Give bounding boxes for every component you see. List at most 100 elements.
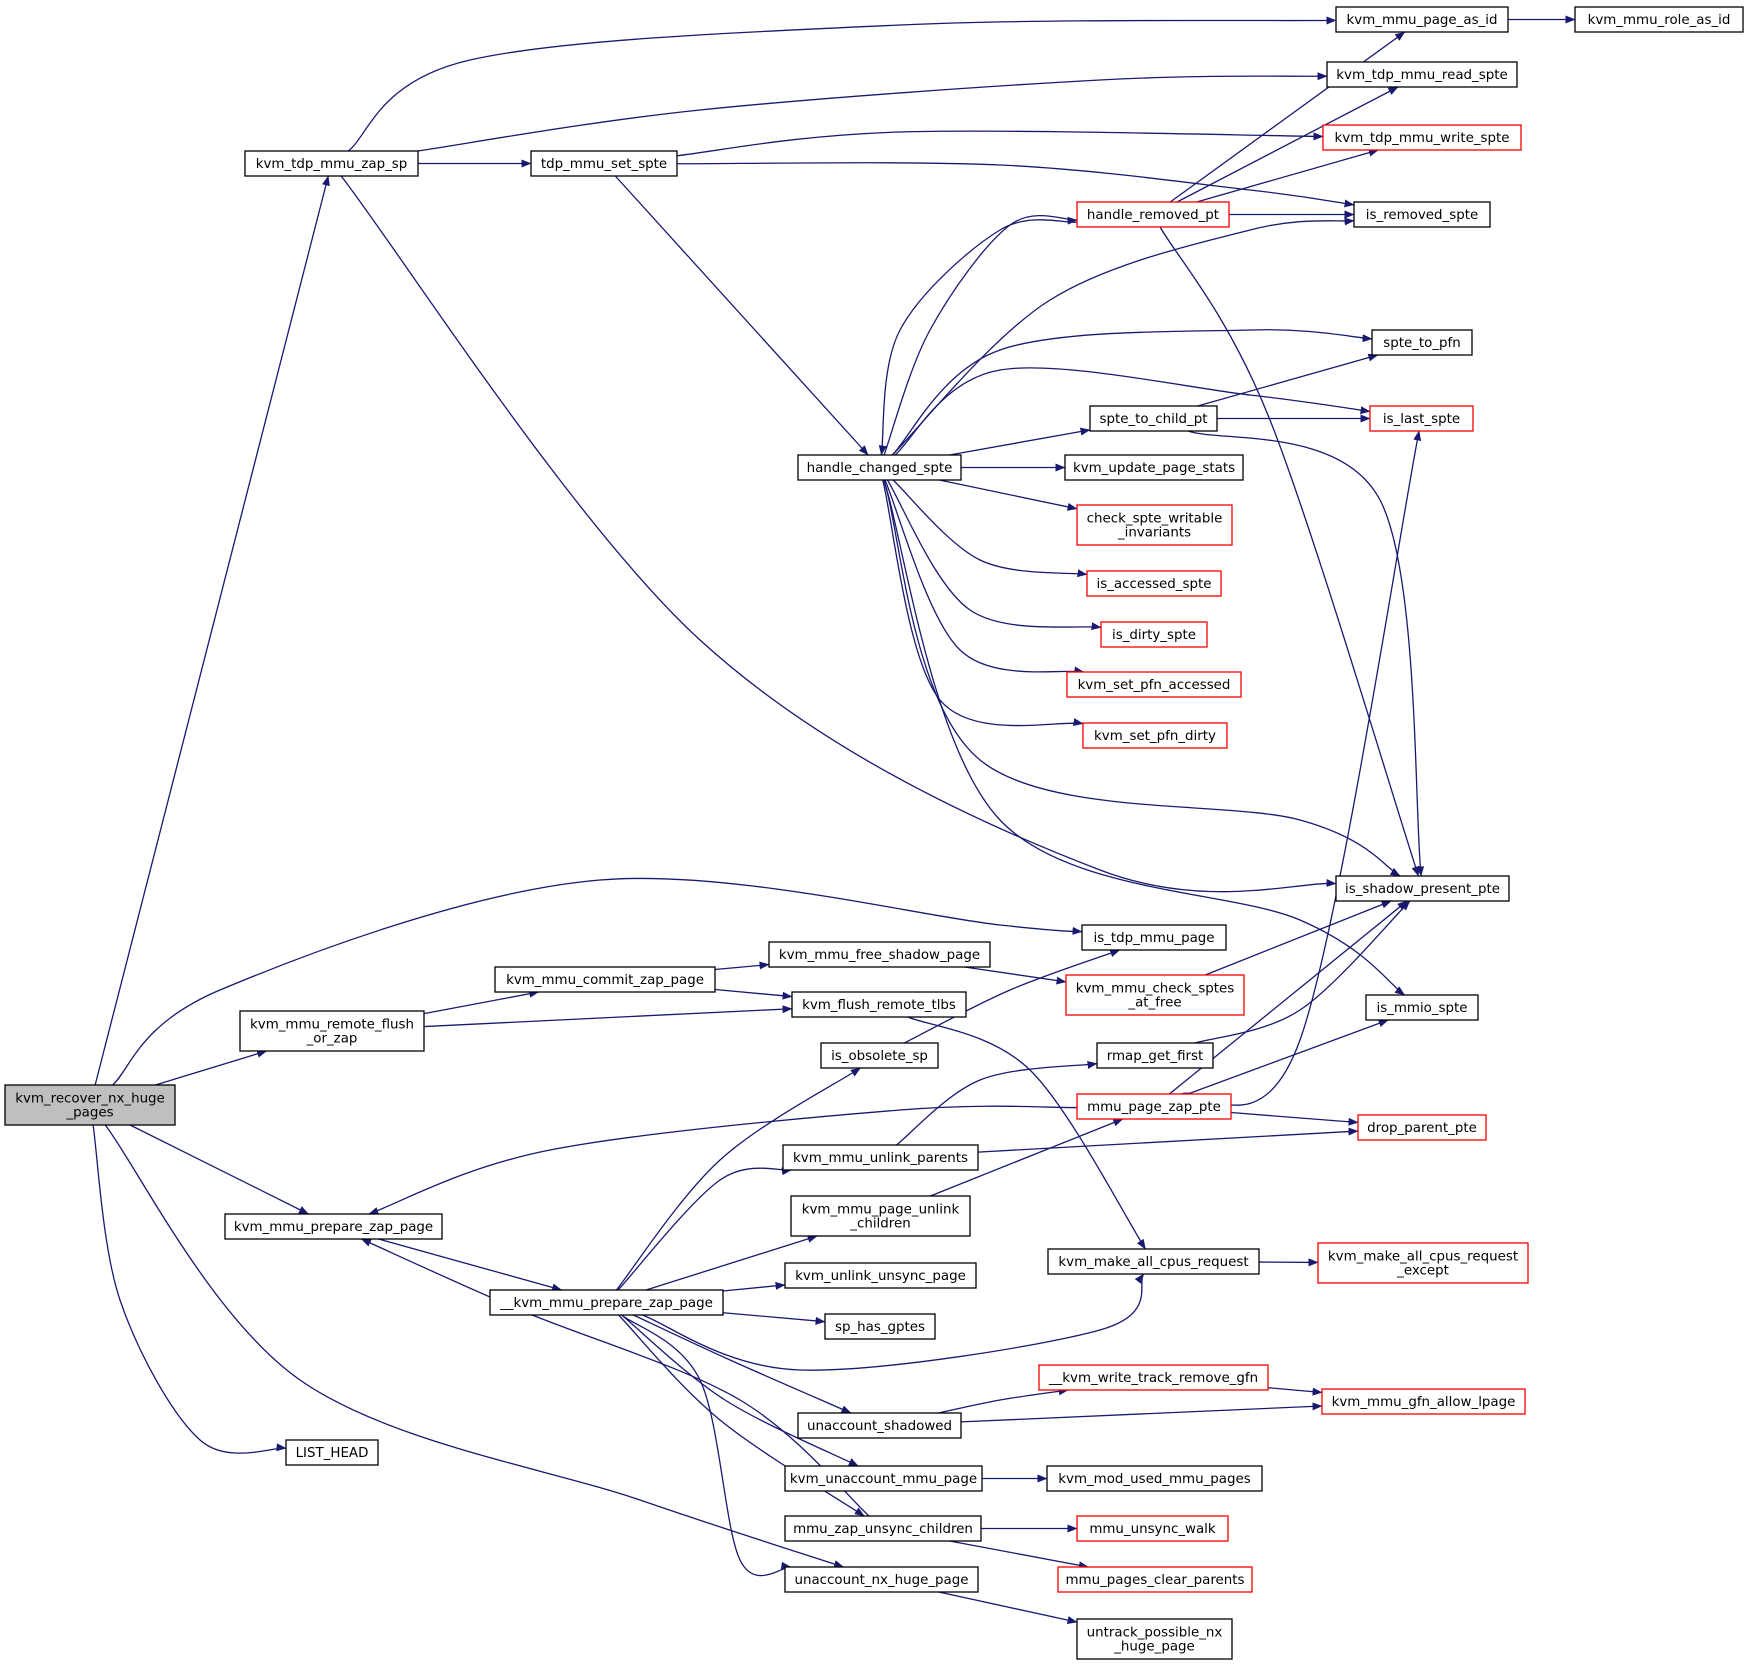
node-box[interactable] — [1317, 1242, 1529, 1284]
node-box[interactable] — [1057, 1566, 1253, 1593]
node-kvm-mmu-remote-flush-or-zap[interactable]: kvm_mmu_remote_flush_or_zap — [239, 1010, 425, 1052]
node-kvm-make-all-cpus-request-except[interactable]: kvm_make_all_cpus_request_except — [1317, 1242, 1529, 1284]
node-box[interactable] — [4, 1084, 176, 1126]
node-box[interactable] — [1335, 875, 1510, 902]
node-sp-has-gptes[interactable]: sp_has_gptes — [824, 1313, 936, 1340]
node-box[interactable] — [784, 1566, 979, 1593]
node-box[interactable] — [1066, 671, 1242, 698]
node-box[interactable] — [1321, 1388, 1526, 1415]
node-box[interactable] — [1038, 1364, 1269, 1391]
node-kvm-update-page-stats[interactable]: kvm_update_page_stats — [1064, 454, 1244, 481]
node-box[interactable] — [530, 150, 678, 177]
node-mmu-unsync-walk[interactable]: mmu_unsync_walk — [1076, 1515, 1229, 1542]
node-kvm-mmu-check-sptes-at-free[interactable]: kvm_mmu_check_sptes_at_free — [1065, 974, 1245, 1016]
node-box[interactable] — [1574, 6, 1744, 33]
node-is-last-spte[interactable]: is_last_spte — [1369, 405, 1474, 432]
node-LIST-HEAD[interactable]: LIST_HEAD — [285, 1439, 379, 1466]
node-kvm-mmu-prepare-zap-page[interactable]: kvm_mmu_prepare_zap_page — [224, 1213, 443, 1240]
node-untrack-possible-nx-huge-page[interactable]: untrack_possible_nx_huge_page — [1076, 1618, 1233, 1660]
node-box[interactable] — [797, 454, 962, 481]
node-spte-to-pfn[interactable]: spte_to_pfn — [1371, 329, 1473, 356]
node-box[interactable] — [1064, 454, 1244, 481]
node-box[interactable] — [1076, 1618, 1233, 1660]
node-box[interactable] — [1322, 124, 1522, 151]
node-box[interactable] — [782, 1144, 979, 1171]
node-kvm-mmu-unlink-parents[interactable]: kvm_mmu_unlink_parents — [782, 1144, 979, 1171]
node-box[interactable] — [1365, 994, 1479, 1021]
node-box[interactable] — [244, 150, 419, 177]
node-kvm-mmu-gfn-allow-lpage[interactable]: kvm_mmu_gfn_allow_lpage — [1321, 1388, 1526, 1415]
node-box[interactable] — [784, 1465, 983, 1492]
node-box[interactable] — [824, 1313, 936, 1340]
node-box[interactable] — [1046, 1465, 1263, 1492]
node-box[interactable] — [1089, 405, 1218, 432]
node-box[interactable] — [1086, 570, 1222, 597]
node-mmu-zap-unsync-children[interactable]: mmu_zap_unsync_children — [784, 1515, 982, 1542]
node-unaccount-shadowed[interactable]: unaccount_shadowed — [797, 1412, 962, 1439]
node-kvm-mmu-role-as-id[interactable]: kvm_mmu_role_as_id — [1574, 6, 1744, 33]
node-check-spte-writable-invariants[interactable]: check_spte_writable_invariants — [1076, 504, 1233, 546]
node-box[interactable] — [1082, 722, 1228, 749]
node-spte-to-child-pt[interactable]: spte_to_child_pt — [1089, 405, 1218, 432]
node-kvm-make-all-cpus-request[interactable]: kvm_make_all_cpus_request — [1047, 1248, 1260, 1275]
node-drop-parent-pte[interactable]: drop_parent_pte — [1357, 1114, 1487, 1141]
node-box[interactable] — [1096, 1042, 1214, 1069]
node-box[interactable] — [1081, 924, 1227, 951]
node-box[interactable] — [239, 1010, 425, 1052]
node-unaccount-nx-huge-page[interactable]: unaccount_nx_huge_page — [784, 1566, 979, 1593]
node-kvm-set-pfn-accessed[interactable]: kvm_set_pfn_accessed — [1066, 671, 1242, 698]
node-box[interactable] — [1065, 974, 1245, 1016]
node-box[interactable] — [1357, 1114, 1487, 1141]
node---kvm-write-track-remove-gfn[interactable]: __kvm_write_track_remove_gfn — [1038, 1364, 1269, 1391]
node-box[interactable] — [1335, 6, 1509, 33]
node-is-dirty-spte[interactable]: is_dirty_spte — [1100, 621, 1208, 648]
node-mmu-pages-clear-parents[interactable]: mmu_pages_clear_parents — [1057, 1566, 1253, 1593]
node-box[interactable] — [224, 1213, 443, 1240]
node-kvm-mmu-commit-zap-page[interactable]: kvm_mmu_commit_zap_page — [494, 966, 716, 993]
node---kvm-mmu-prepare-zap-page[interactable]: __kvm_mmu_prepare_zap_page — [489, 1289, 724, 1316]
node-box[interactable] — [1076, 504, 1233, 546]
node-kvm-tdp-mmu-read-spte[interactable]: kvm_tdp_mmu_read_spte — [1326, 61, 1518, 88]
node-box[interactable] — [820, 1042, 939, 1069]
node-box[interactable] — [784, 1515, 982, 1542]
node-is-removed-spte[interactable]: is_removed_spte — [1353, 201, 1491, 228]
node-box[interactable] — [1076, 1093, 1232, 1120]
node-box[interactable] — [791, 991, 967, 1018]
node-box[interactable] — [494, 966, 716, 993]
node-box[interactable] — [1047, 1248, 1260, 1275]
node-box[interactable] — [1100, 621, 1208, 648]
node-box[interactable] — [285, 1439, 379, 1466]
node-kvm-tdp-mmu-zap-sp[interactable]: kvm_tdp_mmu_zap_sp — [244, 150, 419, 177]
node-kvm-flush-remote-tlbs[interactable]: kvm_flush_remote_tlbs — [791, 991, 967, 1018]
node-handle-changed-spte[interactable]: handle_changed_spte — [797, 454, 962, 481]
node-kvm-set-pfn-dirty[interactable]: kvm_set_pfn_dirty — [1082, 722, 1228, 749]
node-box[interactable] — [1371, 329, 1473, 356]
node-kvm-mmu-page-unlink-children[interactable]: kvm_mmu_page_unlink_children — [790, 1195, 971, 1237]
node-box[interactable] — [1326, 61, 1518, 88]
node-rmap-get-first[interactable]: rmap_get_first — [1096, 1042, 1214, 1069]
node-kvm-mmu-free-shadow-page[interactable]: kvm_mmu_free_shadow_page — [768, 941, 991, 968]
node-box[interactable] — [784, 1262, 977, 1289]
node-box[interactable] — [797, 1412, 962, 1439]
node-is-tdp-mmu-page[interactable]: is_tdp_mmu_page — [1081, 924, 1227, 951]
node-kvm-recover-nx-huge-pages[interactable]: kvm_recover_nx_huge_pages — [4, 1084, 176, 1126]
node-box[interactable] — [790, 1195, 971, 1237]
node-box[interactable] — [1353, 201, 1491, 228]
node-kvm-tdp-mmu-write-spte[interactable]: kvm_tdp_mmu_write_spte — [1322, 124, 1522, 151]
node-is-obsolete-sp[interactable]: is_obsolete_sp — [820, 1042, 939, 1069]
node-kvm-mmu-page-as-id[interactable]: kvm_mmu_page_as_id — [1335, 6, 1509, 33]
node-mmu-page-zap-pte[interactable]: mmu_page_zap_pte — [1076, 1093, 1232, 1120]
node-box[interactable] — [1076, 1515, 1229, 1542]
node-kvm-unlink-unsync-page[interactable]: kvm_unlink_unsync_page — [784, 1262, 977, 1289]
node-tdp-mmu-set-spte[interactable]: tdp_mmu_set_spte — [530, 150, 678, 177]
node-kvm-unaccount-mmu-page[interactable]: kvm_unaccount_mmu_page — [784, 1465, 983, 1492]
node-kvm-mod-used-mmu-pages[interactable]: kvm_mod_used_mmu_pages — [1046, 1465, 1263, 1492]
node-is-mmio-spte[interactable]: is_mmio_spte — [1365, 994, 1479, 1021]
node-box[interactable] — [489, 1289, 724, 1316]
node-is-shadow-present-pte[interactable]: is_shadow_present_pte — [1335, 875, 1510, 902]
node-box[interactable] — [768, 941, 991, 968]
node-is-accessed-spte[interactable]: is_accessed_spte — [1086, 570, 1222, 597]
node-box[interactable] — [1369, 405, 1474, 432]
node-handle-removed-pt[interactable]: handle_removed_pt — [1076, 201, 1230, 228]
node-box[interactable] — [1076, 201, 1230, 228]
